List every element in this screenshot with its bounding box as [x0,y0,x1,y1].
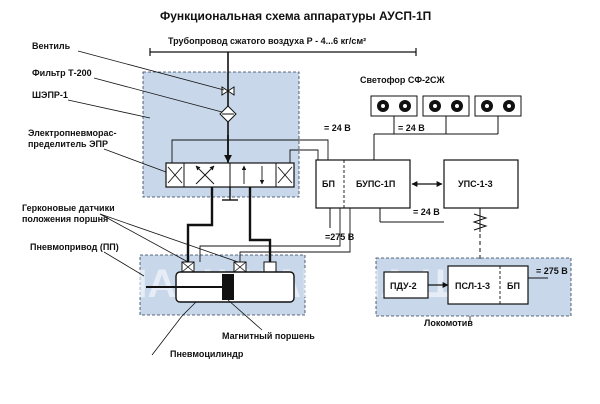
block-psl: ПСЛ-1-3 [455,281,490,291]
callout-shepr: ШЭПР-1 [32,90,68,100]
pneumatic-cylinder [146,261,295,303]
block-pdu: ПДУ-2 [390,281,417,291]
signal-group-label: Светофор СФ-2СЖ [360,75,446,85]
signal-light-3 [474,95,522,117]
voltage-24-mid: = 24 В [413,207,440,217]
block-bups: БУПС-1П [356,179,395,189]
pipeline-label: Трубопровод сжатого воздуха Р - 4...6 кг… [168,36,366,46]
callout-epr-2: пределитель ЭПР [28,139,108,149]
wire-sensor-2 [239,208,351,262]
air-line-left [186,187,214,262]
callout-cylinder: Пневмоцилиндр [170,349,244,359]
epr-distributor [165,162,295,188]
block-bp: БП [322,179,335,189]
callout-epr-1: Электропневморас- [28,128,117,138]
voltage-275-right: = 275 В [536,266,568,276]
leader-cylinder [151,301,197,356]
voltage-275-left: =275 В [325,232,355,242]
locomotive-label: Локомотив [424,318,473,328]
bups-block [315,159,411,209]
psl-block [447,265,529,305]
filter-icon [219,105,237,123]
leader-drive [103,251,145,277]
ups-block [443,159,519,209]
leader-sensors-a [99,213,189,263]
wire-epr-control-2 [289,149,319,163]
valve-icon [221,84,235,96]
wire-sensor-1 [199,208,341,262]
radio-link-icon [472,208,488,262]
leader-valve [77,50,225,91]
callout-valve: Вентиль [32,41,71,51]
signal-light-2 [422,95,470,117]
leader-sensors-b [99,213,239,263]
callout-filter: Фильтр Т-200 [32,68,92,78]
leader-shepr [67,99,151,119]
wire-epr-control [171,139,329,163]
leader-epr [103,148,167,173]
block-bp2: БП [507,281,520,291]
leader-filter [93,77,223,113]
page-title: Функциональная схема аппаратуры АУСП-1П [160,9,431,23]
callout-drive: Пневмопривод (ПП) [30,242,119,252]
leader-piston [227,299,263,331]
callout-piston: Магнитный поршень [222,331,315,341]
voltage-24-signal: = 24 В [398,123,425,133]
callout-sensors-1: Герконовые датчики [22,203,115,213]
voltage-24-top: = 24 В [324,123,351,133]
callout-sensors-2: положения поршня [22,214,108,224]
block-ups: УПС-1-3 [458,179,493,189]
air-line-right [248,187,272,262]
signal-light-1 [370,95,418,117]
